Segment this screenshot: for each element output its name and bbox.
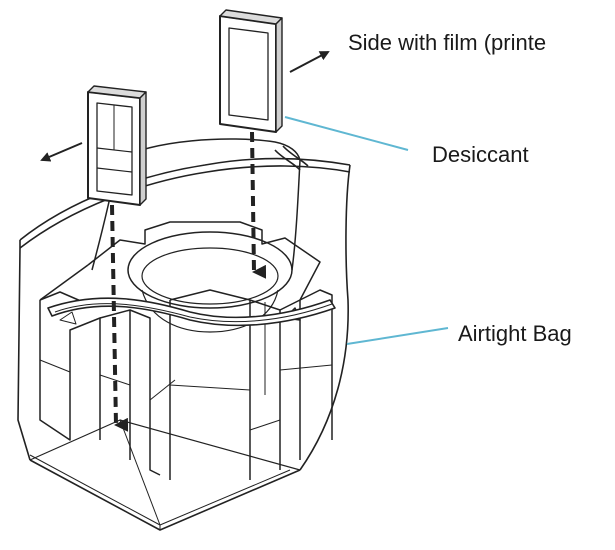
bag-front-hem	[47, 145, 336, 327]
leader-airtight-bag	[346, 327, 449, 345]
leader-desiccant	[284, 116, 409, 151]
airtight-bag-label: Airtight Bag	[458, 321, 572, 346]
dashed-down-arrow-icon-left	[110, 204, 129, 432]
desiccant-pack-right	[219, 9, 283, 133]
film-side-label: Side with film (printe	[348, 30, 547, 55]
inner-packaging	[39, 138, 333, 480]
arrow-left-icon	[40, 142, 83, 162]
dashed-down-arrow-icon-right	[250, 131, 267, 279]
desiccant-label: Desiccant	[432, 142, 529, 167]
arrow-right-icon	[289, 51, 330, 73]
desiccant-pack-left	[87, 85, 147, 206]
